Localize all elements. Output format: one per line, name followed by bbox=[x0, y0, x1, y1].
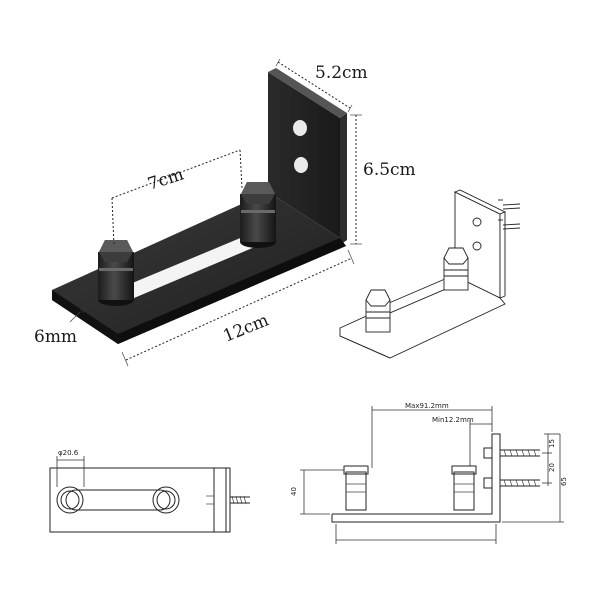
base-plate-edge bbox=[52, 290, 118, 344]
roller-left bbox=[98, 240, 134, 306]
gap-label: 7cm bbox=[145, 164, 186, 194]
roller-right bbox=[240, 182, 276, 248]
min-width-label: Min12.2mm bbox=[432, 416, 474, 424]
diameter-label: φ20.6 bbox=[58, 449, 79, 457]
mounting-hole-bottom bbox=[294, 157, 308, 173]
top-offset-label: 15 bbox=[548, 439, 556, 448]
mounting-hole-top bbox=[293, 120, 307, 136]
thickness-label: 6mm bbox=[34, 327, 77, 347]
depth-label: 5.2cm bbox=[315, 63, 368, 83]
height-40-label: 40 bbox=[290, 487, 298, 496]
base-plate-front bbox=[118, 238, 346, 344]
wall-plate-side bbox=[340, 113, 347, 245]
product-photo: 5.2cm 6.5cm 7cm 12cm 6mm bbox=[34, 58, 416, 367]
adjustment-slot bbox=[106, 229, 276, 304]
height-label: 6.5cm bbox=[363, 160, 416, 180]
top-view-drawing: φ20.6 bbox=[49, 449, 250, 533]
side-view-drawing: Max91.2mm Min12.2mm 40 15 20 65 bbox=[290, 402, 568, 544]
total-height-label: 65 bbox=[560, 477, 568, 486]
max-width-label: Max91.2mm bbox=[405, 402, 449, 410]
hole-spacing-label: 20 bbox=[548, 463, 556, 472]
length-label: 12cm bbox=[220, 310, 271, 346]
line-illustration bbox=[339, 189, 521, 359]
wall-plate bbox=[268, 72, 340, 238]
wall-plate-edge bbox=[268, 68, 347, 118]
